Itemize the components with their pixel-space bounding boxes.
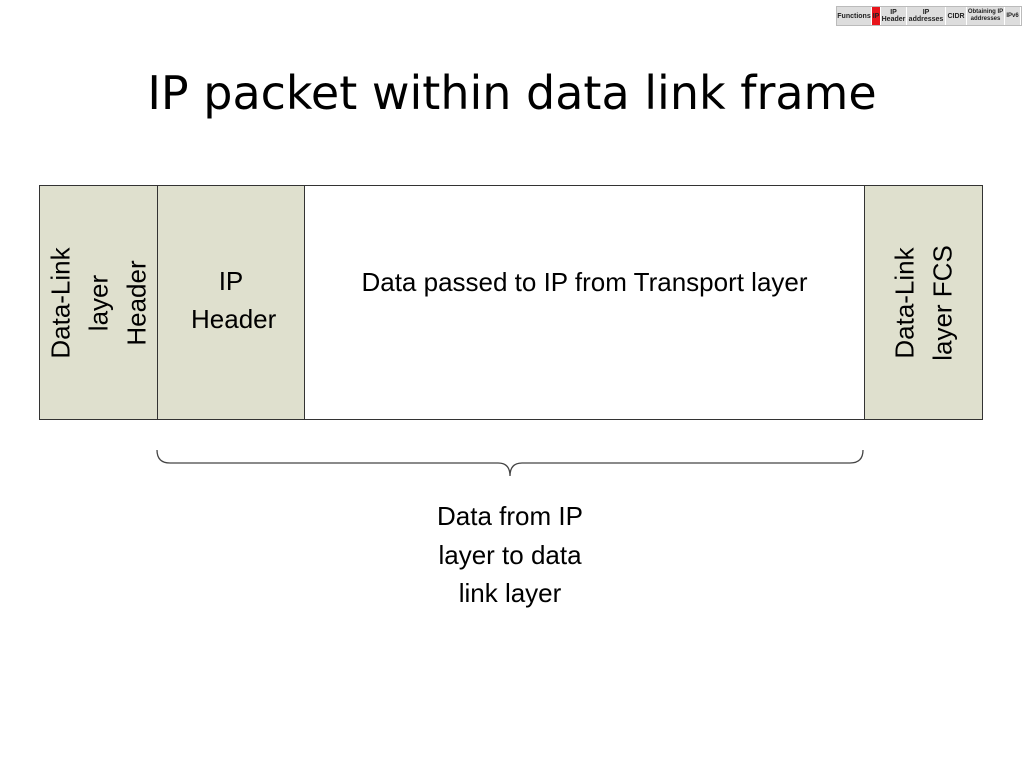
curly-brace-icon xyxy=(156,449,864,477)
data-box: Data passed to IP from Transport layer xyxy=(304,185,865,420)
brace-label: Data from IP layer to data link layer xyxy=(437,501,583,608)
data-label: Data passed to IP from Transport layer xyxy=(361,267,808,297)
nav-cidr[interactable]: CIDR xyxy=(946,7,967,25)
dl-fcs-box: Data-Link layer FCS xyxy=(864,185,983,420)
nav-obtaining-ip-addresses[interactable]: Obtaining IP addresses xyxy=(967,7,1005,25)
page-title: IP packet within data link frame xyxy=(147,66,877,120)
nav-ipv6[interactable]: IPv6 xyxy=(1005,7,1021,25)
dl-header-label: Data-Link layer Header xyxy=(45,246,152,359)
dl-header-box: Data-Link layer Header xyxy=(39,185,158,420)
nav-ip-header[interactable]: IP Header xyxy=(881,7,907,25)
nav-ip[interactable]: IP xyxy=(872,7,881,25)
ip-header-label: IP Header xyxy=(191,266,277,334)
dl-fcs-label: Data-Link layer FCS xyxy=(889,244,958,361)
nav-ip-addresses[interactable]: IP addresses xyxy=(907,7,946,25)
nav-functions[interactable]: Functions xyxy=(837,7,872,25)
brace xyxy=(156,449,864,477)
slide-navigation: Functions IP IP Header IP addresses CIDR… xyxy=(836,6,1022,26)
ip-header-box: IP Header xyxy=(157,185,305,420)
